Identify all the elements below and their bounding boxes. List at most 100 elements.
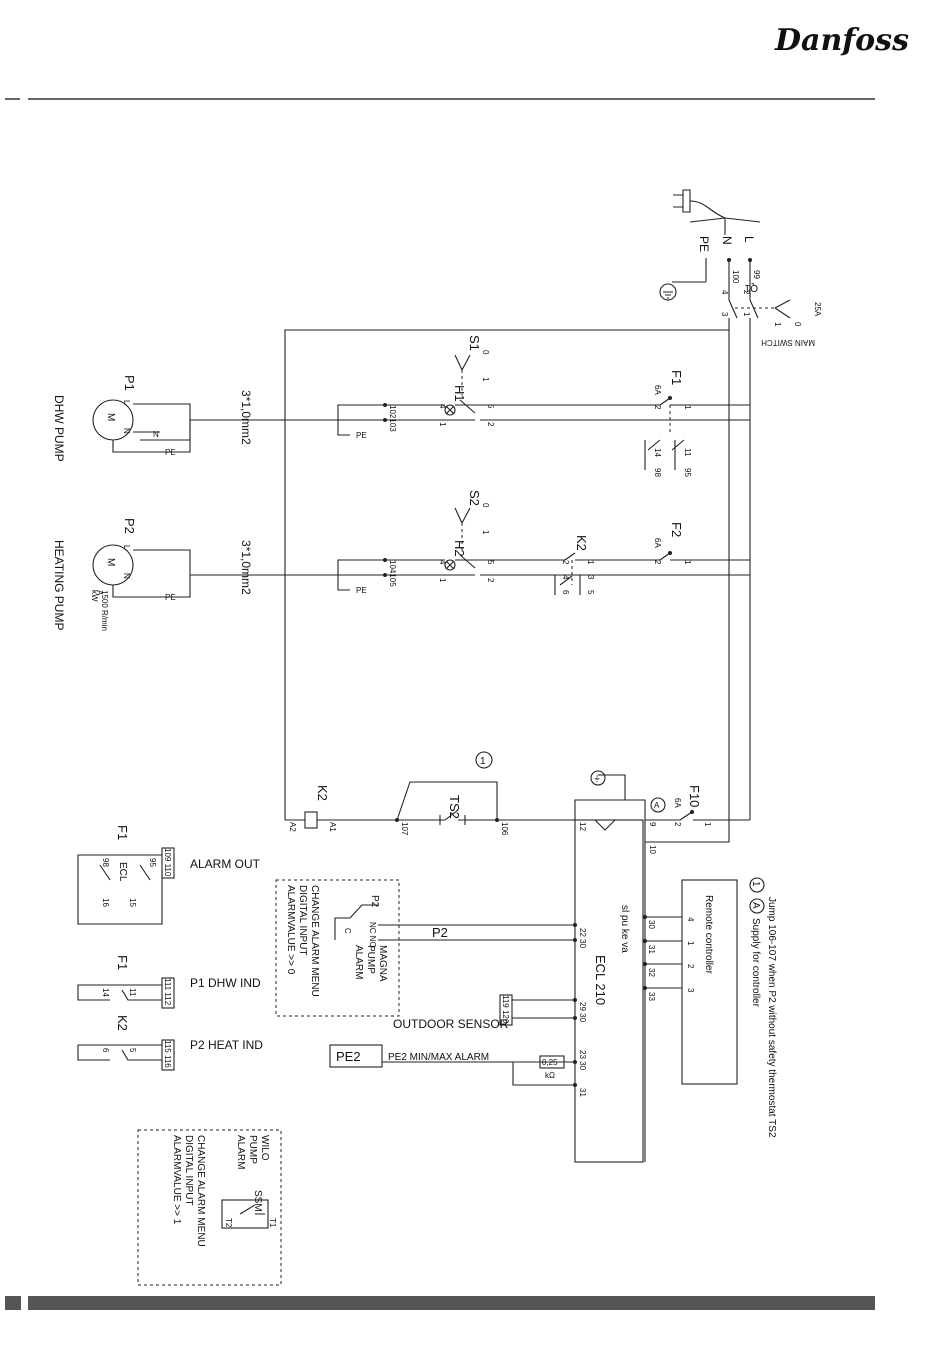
svg-text:P2 HEAT IND: P2 HEAT IND bbox=[190, 1038, 263, 1052]
svg-text:MAGNA: MAGNA bbox=[377, 945, 388, 982]
svg-text:ALARM: ALARM bbox=[353, 945, 364, 979]
svg-text:ALARMVALUE >> 1: ALARMVALUE >> 1 bbox=[171, 1135, 182, 1225]
fuse-f1: F1 6A 2 1 14 11 98 95 bbox=[644, 370, 750, 477]
svg-text:102103: 102103 bbox=[388, 405, 397, 432]
svg-text:1: 1 bbox=[481, 377, 490, 382]
svg-text:1: 1 bbox=[686, 941, 695, 946]
svg-text:119 120: 119 120 bbox=[501, 995, 510, 1024]
p2-heating-pump: HEATING PUMP P2 M L N kW A 1500 R/min PE… bbox=[52, 518, 397, 631]
svg-text:ALARM OUT: ALARM OUT bbox=[190, 857, 261, 871]
svg-text:22 30: 22 30 bbox=[578, 928, 587, 949]
svg-text:11: 11 bbox=[683, 448, 692, 457]
ecl-box bbox=[574, 819, 644, 1163]
svg-text:23 30: 23 30 bbox=[578, 1050, 587, 1071]
svg-text:4: 4 bbox=[438, 404, 447, 409]
svg-text:10: 10 bbox=[648, 845, 657, 854]
svg-text:3: 3 bbox=[720, 312, 729, 317]
svg-text:S1: S1 bbox=[467, 335, 482, 351]
svg-text:L: L bbox=[122, 545, 131, 550]
svg-text:A2: A2 bbox=[288, 822, 297, 832]
svg-text:F1: F1 bbox=[115, 825, 130, 840]
svg-text:4: 4 bbox=[720, 290, 729, 295]
svg-text:sl pu ke va: sl pu ke va bbox=[619, 905, 630, 953]
svg-text:1: 1 bbox=[703, 822, 712, 827]
svg-text:111 112: 111 112 bbox=[163, 978, 172, 1006]
s2-h2-branch: S2 0 1 H2 4 1 5 2 bbox=[385, 490, 750, 583]
svg-text:Jump 106-107 when P2 without s: Jump 106-107 when P2 without safety ther… bbox=[766, 897, 777, 1138]
svg-text:WILO: WILO bbox=[259, 1135, 270, 1161]
svg-text:P2: P2 bbox=[122, 518, 137, 534]
svg-text:ALARM: ALARM bbox=[235, 1135, 246, 1169]
note-a-marker bbox=[650, 797, 666, 813]
p2-heat-indicator: K2 P2 HEAT IND 115 116 6 5 bbox=[77, 1015, 263, 1071]
svg-text:P1 DHW IND: P1 DHW IND bbox=[190, 976, 261, 990]
svg-text:31: 31 bbox=[647, 945, 656, 954]
svg-text:1: 1 bbox=[750, 881, 761, 887]
svg-text:F1: F1 bbox=[115, 955, 130, 970]
svg-text:1500 R/min: 1500 R/min bbox=[100, 590, 109, 631]
svg-text:95: 95 bbox=[683, 468, 692, 477]
svg-text:NC NO: NC NO bbox=[368, 922, 377, 948]
footer-bar bbox=[28, 1296, 875, 1310]
svg-text:15: 15 bbox=[128, 898, 137, 907]
main-switch-q1: Q1 25A 1 0 MAIN SWITCH bbox=[728, 282, 822, 347]
s1-h1-branch: S1 0 1 H1 4 1 5 2 bbox=[385, 335, 750, 427]
svg-text:107: 107 bbox=[400, 822, 409, 836]
svg-text:K2: K2 bbox=[574, 535, 589, 551]
svg-text:A: A bbox=[95, 590, 104, 596]
svg-text:1: 1 bbox=[773, 322, 782, 327]
svg-text:M: M bbox=[105, 413, 116, 421]
svg-text:PE: PE bbox=[165, 593, 176, 602]
svg-text:2: 2 bbox=[486, 578, 495, 583]
svg-text:0,25: 0,25 bbox=[542, 1058, 558, 1067]
svg-text:2: 2 bbox=[673, 822, 682, 827]
resistor-icon bbox=[539, 1055, 565, 1069]
svg-text:PUMP: PUMP bbox=[365, 945, 376, 974]
svg-text:A1: A1 bbox=[328, 822, 337, 832]
svg-text:ECL 210: ECL 210 bbox=[593, 955, 608, 1005]
svg-text:P2: P2 bbox=[432, 925, 448, 940]
pe2-alarm: PE2 PE2 MIN/MAX ALARM 0,25 kΩ 23 30 31 bbox=[329, 1044, 587, 1097]
svg-text:SSM: SSM bbox=[252, 1190, 263, 1212]
svg-text:6A: 6A bbox=[653, 385, 662, 395]
supply-plug bbox=[673, 189, 761, 235]
n-bus-right bbox=[645, 330, 730, 843]
svg-text:6: 6 bbox=[101, 1048, 110, 1053]
svg-text:OUTDOOR SENSOR: OUTDOOR SENSOR bbox=[393, 1017, 509, 1031]
svg-text:32: 32 bbox=[647, 968, 656, 977]
svg-text:L: L bbox=[122, 400, 131, 405]
svg-text:TS2: TS2 bbox=[447, 795, 462, 819]
alarm-out: ALARM OUT 109 110 F1 ECL 98 95 16 15 bbox=[77, 825, 261, 925]
svg-text:1: 1 bbox=[586, 560, 595, 565]
svg-text:ALARMVALUE >> 0: ALARMVALUE >> 0 bbox=[285, 885, 296, 975]
ecl-ground-icon bbox=[590, 770, 606, 786]
svg-text:31: 31 bbox=[578, 1088, 587, 1097]
svg-text:Remote controller: Remote controller bbox=[703, 895, 714, 975]
svg-text:2: 2 bbox=[561, 560, 570, 565]
svg-text:6: 6 bbox=[561, 590, 570, 595]
svg-text:16: 16 bbox=[101, 898, 110, 907]
svg-text:5: 5 bbox=[486, 404, 495, 409]
svg-text:Supply for controller: Supply for controller bbox=[750, 918, 761, 1008]
magna-pump-alarm: CHANGE ALARM MENU DIGITAL INPUT ALARMVAL… bbox=[275, 879, 587, 1017]
svg-text:N: N bbox=[122, 573, 131, 579]
outdoor-sensor: 119 120 OUTDOOR SENSOR 29 30 bbox=[393, 994, 587, 1031]
svg-text:Q1: Q1 bbox=[744, 282, 758, 293]
svg-text:PE: PE bbox=[165, 448, 176, 457]
svg-text:1: 1 bbox=[438, 578, 447, 583]
svg-text:PE2 MIN/MAX ALARM: PE2 MIN/MAX ALARM bbox=[388, 1052, 489, 1063]
svg-text:5: 5 bbox=[586, 590, 595, 595]
svg-text:100: 100 bbox=[731, 270, 740, 284]
svg-text:T2: T2 bbox=[224, 1218, 233, 1228]
svg-text:2: 2 bbox=[486, 422, 495, 427]
svg-text:4: 4 bbox=[561, 575, 570, 580]
svg-text:PE: PE bbox=[356, 431, 367, 440]
svg-text:98: 98 bbox=[653, 468, 662, 477]
svg-text:0: 0 bbox=[481, 350, 490, 355]
svg-text:2: 2 bbox=[653, 405, 662, 410]
svg-text:11: 11 bbox=[128, 988, 137, 997]
svg-text:6A: 6A bbox=[653, 538, 662, 548]
svg-text:K2: K2 bbox=[115, 1015, 130, 1031]
p1-dhw-pump: DHW PUMP P1 M L N N PE 3*1,0mm2 PE 10210… bbox=[52, 375, 397, 462]
